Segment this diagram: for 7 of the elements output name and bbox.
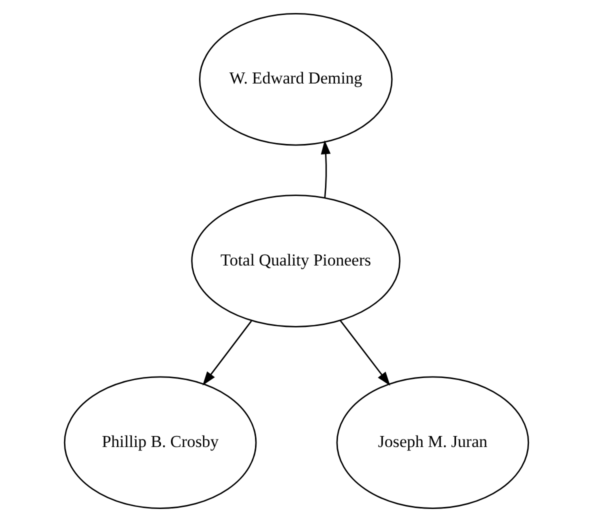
arrow xyxy=(320,140,331,198)
node-ellipse: Phillip B. Crosby xyxy=(64,376,257,509)
node-ellipse: Joseph M. Juran xyxy=(336,376,530,509)
arrow xyxy=(202,320,252,386)
arrow xyxy=(340,320,390,386)
node-ellipse: Total Quality Pioneers xyxy=(191,194,400,328)
node-ellipse: W. Edward Deming xyxy=(198,13,393,146)
